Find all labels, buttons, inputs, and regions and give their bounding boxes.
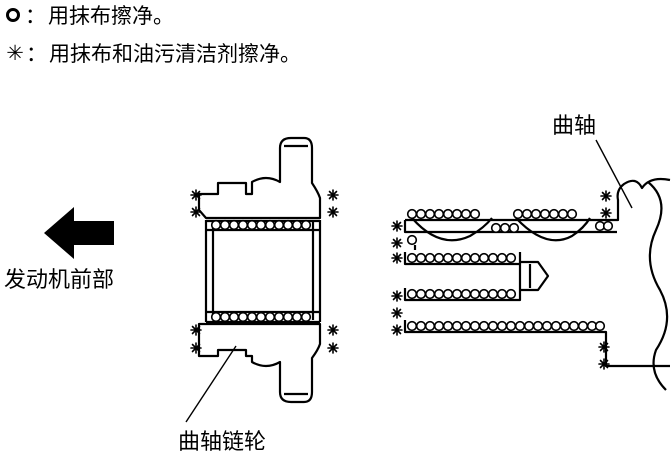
legend-text: 用抹布和油污清洁剂擦净。 [49,42,301,66]
arrow-left-icon [44,207,114,259]
legend-text: 用抹布擦净。 [48,4,174,28]
legend-item-cloth: ： 用抹布擦净。 [4,0,174,30]
crankshaft-outline [403,177,671,391]
sprocket-outline [197,136,322,404]
asterisk-icon: ✳ [6,41,24,65]
legend-separator: ： [25,4,46,28]
sprocket-leader-line [185,345,237,423]
sprocket-wipe-circles [210,219,312,323]
engine-front-label: 发动机前部 [4,268,115,293]
crankshaft-wipe-circles [406,208,614,332]
legend-item-cloth-cleaner: ✳ ： 用抹布和油污清洁剂擦净。 [4,38,301,68]
crankshaft-leader-line [595,139,633,209]
sprocket-cleaner-asterisks [190,189,339,354]
legend-separator: ： [26,42,47,66]
crankshaft-label: 曲轴 [552,114,597,139]
crankshaft-cleaner-asterisks [391,190,612,370]
crankshaft-sprocket-label: 曲轴链轮 [178,430,267,455]
circle-o-icon [6,8,20,22]
